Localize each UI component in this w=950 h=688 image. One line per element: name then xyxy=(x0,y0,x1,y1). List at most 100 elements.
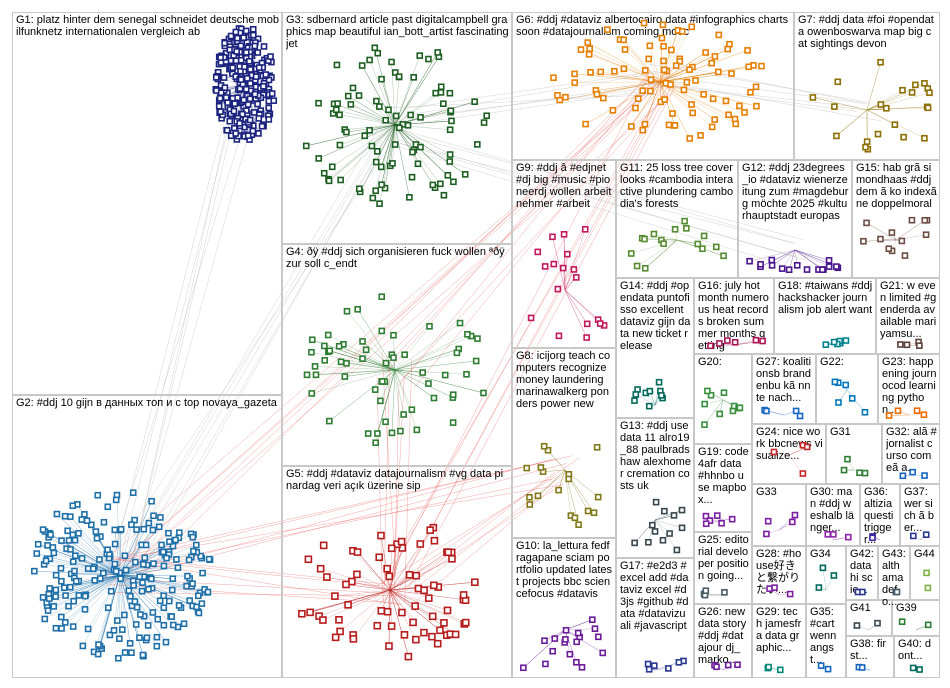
node xyxy=(894,407,902,415)
node xyxy=(312,371,320,379)
group-box-g3: G3: sdbernard article past digitalcampbe… xyxy=(282,12,512,244)
edge xyxy=(401,92,670,381)
edge xyxy=(564,289,588,324)
node xyxy=(433,639,442,648)
group-label: G19: code4afr data #hhnbo use mapbox... xyxy=(698,446,749,506)
edge xyxy=(119,574,154,613)
node xyxy=(668,46,675,54)
node xyxy=(728,515,736,523)
node xyxy=(582,120,589,128)
edge xyxy=(389,589,441,631)
edge xyxy=(351,581,391,591)
node xyxy=(709,95,717,103)
edge xyxy=(389,527,434,591)
node xyxy=(835,399,842,406)
group-label: G29: tech jamesfra data graphic... xyxy=(756,606,802,654)
edge xyxy=(394,101,475,126)
group-box-g21: G21: w even limited #genderda available … xyxy=(876,278,940,354)
node xyxy=(670,512,678,519)
group-box-g1: G1: platz hinter dem senegal schneidet d… xyxy=(12,12,282,395)
node xyxy=(361,132,369,140)
node xyxy=(44,542,51,549)
node xyxy=(590,509,598,517)
edge xyxy=(394,369,435,399)
node xyxy=(848,395,856,402)
edge xyxy=(389,552,452,591)
edge xyxy=(564,229,586,291)
edge xyxy=(119,574,144,657)
node xyxy=(416,540,425,548)
node xyxy=(565,475,572,483)
node xyxy=(381,184,389,192)
node xyxy=(117,525,125,533)
node xyxy=(831,378,839,386)
edge xyxy=(376,93,660,109)
node xyxy=(156,597,164,605)
node xyxy=(170,621,177,629)
edge xyxy=(394,92,436,126)
group-box-g9: G9: #ddj â #edjnet #dj big #music #pione… xyxy=(512,160,616,348)
node xyxy=(404,121,412,129)
edge xyxy=(385,83,651,367)
group-label: G3: sdbernard article past digitalcampbe… xyxy=(286,14,509,50)
node xyxy=(728,70,735,77)
node xyxy=(593,443,601,451)
node xyxy=(173,556,180,563)
node xyxy=(153,642,161,650)
node xyxy=(541,263,549,270)
edge xyxy=(866,106,928,111)
node xyxy=(326,347,334,355)
node xyxy=(764,517,772,525)
edge xyxy=(119,574,167,643)
node xyxy=(252,73,260,80)
node xyxy=(595,633,602,641)
edge xyxy=(116,495,121,576)
node xyxy=(916,666,923,673)
node xyxy=(874,130,882,138)
node xyxy=(644,660,652,668)
node xyxy=(359,355,366,362)
edge xyxy=(85,574,121,595)
node xyxy=(520,664,527,672)
edge xyxy=(132,77,648,584)
node xyxy=(91,577,99,584)
edge xyxy=(659,66,749,83)
edge xyxy=(659,81,736,120)
node xyxy=(387,544,396,553)
node xyxy=(799,470,807,477)
node xyxy=(449,419,457,426)
edge xyxy=(328,124,396,182)
node xyxy=(922,531,930,539)
node xyxy=(390,354,397,361)
group-label: G20: xyxy=(698,356,722,368)
edge xyxy=(836,109,868,137)
edge xyxy=(676,239,698,245)
node xyxy=(861,408,869,416)
node xyxy=(337,176,344,184)
node xyxy=(483,112,491,120)
edge xyxy=(413,82,665,389)
node xyxy=(168,586,176,594)
node xyxy=(335,342,343,350)
node xyxy=(136,634,143,642)
edge xyxy=(394,124,466,175)
node xyxy=(708,59,715,67)
node xyxy=(924,104,932,112)
edge xyxy=(375,124,396,163)
node xyxy=(785,266,793,274)
node xyxy=(70,597,78,605)
edge xyxy=(65,574,121,596)
node xyxy=(165,529,172,537)
edge xyxy=(895,220,925,241)
edge xyxy=(659,43,730,83)
group-label: G15: hab grã simondhaas #ddj dem ã ko in… xyxy=(856,162,937,210)
node xyxy=(95,641,102,648)
group-box-g44: G44 xyxy=(910,546,940,600)
edge xyxy=(654,509,683,521)
group-box-g30: G30: man #ddj weshalb länger... xyxy=(806,484,860,546)
edge xyxy=(394,52,438,126)
node xyxy=(255,64,263,71)
edge xyxy=(659,24,664,83)
node xyxy=(52,593,59,600)
edge xyxy=(659,81,757,107)
